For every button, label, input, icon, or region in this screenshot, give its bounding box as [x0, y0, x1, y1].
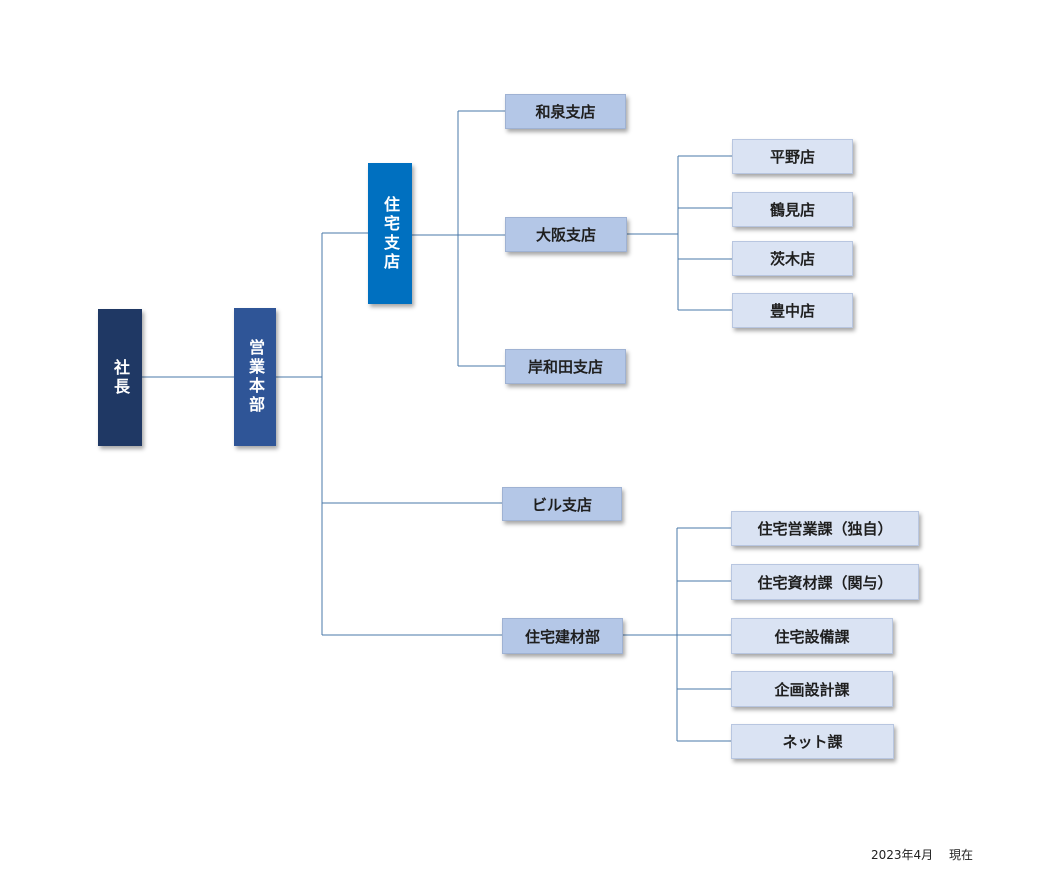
node-store-toyonaka: 豊中店: [732, 293, 853, 328]
node-housing-branch: 住宅支店: [368, 163, 412, 304]
node-branch-building: ビル支店: [502, 487, 622, 521]
node-store-tsurumi: 鶴見店: [732, 192, 853, 227]
node-section-net: ネット課: [731, 724, 894, 759]
node-branch-osaka: 大阪支店: [505, 217, 627, 252]
node-section-equipment: 住宅設備課: [731, 618, 893, 654]
node-section-materials-involved: 住宅資材課（関与）: [731, 564, 919, 600]
node-branch-materials: 住宅建材部: [502, 618, 623, 654]
node-president: 社長: [98, 309, 142, 446]
node-store-ibaraki: 茨木店: [732, 241, 853, 276]
node-sales-hq: 営業本部: [234, 308, 276, 446]
node-section-sales-own: 住宅営業課（独自）: [731, 511, 919, 546]
node-branch-kishiwada: 岸和田支店: [505, 349, 626, 384]
as-of-date: 2023年4月 現在: [871, 848, 973, 862]
node-store-hirano: 平野店: [732, 139, 853, 174]
node-section-planning: 企画設計課: [731, 671, 893, 707]
node-branch-izumi: 和泉支店: [505, 94, 626, 129]
